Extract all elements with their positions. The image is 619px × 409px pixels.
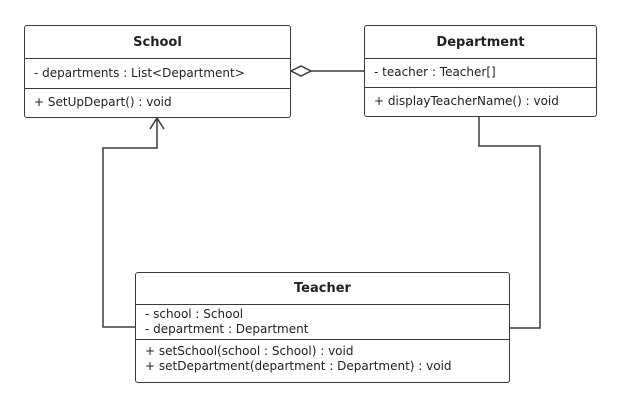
school-class-name: School xyxy=(25,26,290,59)
school-attributes: - departments : List<Department> xyxy=(25,59,290,89)
teacher-operation-setdepartment: + setDepartment(department : Department)… xyxy=(145,359,452,373)
open-arrowhead-icon xyxy=(149,116,165,130)
teacher-class-box[interactable]: Teacher - school : School - department :… xyxy=(135,272,510,383)
department-operations: + displayTeacherName() : void xyxy=(365,88,596,109)
school-attribute-departments: - departments : List<Department> xyxy=(34,66,245,80)
department-attributes: - teacher : Teacher[] xyxy=(365,59,596,88)
department-class-box[interactable]: Department - teacher : Teacher[] + displ… xyxy=(364,25,597,117)
department-class-name: Department xyxy=(365,26,596,59)
department-operation-displayteachername: + displayTeacherName() : void xyxy=(374,94,559,108)
teacher-operations: + setSchool(school : School) : void + se… xyxy=(136,340,509,374)
association-teacher-school[interactable] xyxy=(102,116,165,328)
aggregation-school-department[interactable] xyxy=(289,65,364,77)
teacher-attributes: - school : School - department : Departm… xyxy=(136,305,509,340)
aggregation-diamond-icon xyxy=(289,65,313,77)
teacher-attribute-department: - department : Department xyxy=(145,322,309,336)
association-teacher-department[interactable] xyxy=(478,117,541,329)
department-attribute-teacher: - teacher : Teacher[] xyxy=(374,65,496,79)
teacher-class-name: Teacher xyxy=(136,273,509,305)
school-class-box[interactable]: School - departments : List<Department> … xyxy=(24,25,291,118)
school-operation-setupdepart: + SetUpDepart() : void xyxy=(34,95,172,109)
school-operations: + SetUpDepart() : void xyxy=(25,89,290,110)
teacher-attribute-school: - school : School xyxy=(145,307,244,321)
teacher-operation-setschool: + setSchool(school : School) : void xyxy=(145,344,354,358)
